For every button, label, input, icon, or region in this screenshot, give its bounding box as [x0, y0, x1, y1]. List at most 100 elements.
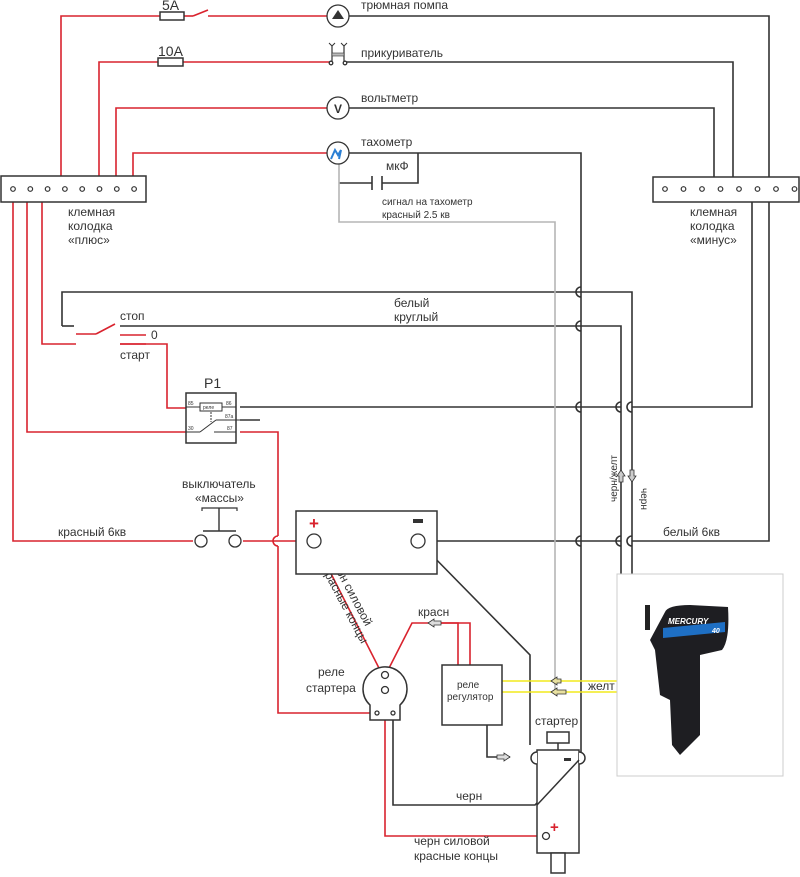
capacitor-icon — [371, 176, 383, 190]
wire-relay-to-starter-plus — [384, 690, 544, 837]
wire-label-white-6kv: белый 6кв — [663, 525, 720, 539]
wire-ignition-feed — [41, 202, 76, 345]
pin-87a-label: 87a — [225, 414, 234, 420]
terminal-screw — [44, 186, 51, 192]
wire-relay-87 — [240, 431, 279, 536]
fuse-5a — [159, 11, 185, 21]
pump-switch[interactable] — [192, 9, 209, 17]
terminal-screw — [131, 186, 138, 192]
wire-battery-to-starter — [424, 547, 531, 745]
voltmeter-symbol: V — [334, 102, 342, 116]
terminal-screw — [113, 186, 120, 192]
terminal-minus-label-2: колодка — [690, 219, 735, 233]
wire-label-white: белый — [394, 296, 429, 310]
starter-motor: + — [530, 731, 586, 874]
wire-minus-to-relay — [632, 202, 753, 408]
wire-red-6kv — [12, 202, 193, 542]
tach-signal-label-2: красный 2.5 кв — [382, 210, 450, 221]
voltage-regulator: реле регулятор — [441, 664, 503, 726]
lighter-icon — [328, 42, 348, 66]
terminal-screw — [96, 186, 103, 192]
pump-label: трюмная помпа — [361, 0, 448, 12]
regulator-label-1: реле — [457, 680, 480, 691]
starter-plus-sign: + — [550, 819, 559, 836]
wire-label-power-bottom-2: красные концы — [414, 849, 498, 863]
pin-85-label: 85 — [188, 401, 194, 407]
relay-coil-label: реле — [203, 405, 214, 411]
wire-cap-right — [382, 153, 419, 184]
wire-label-black-starter: черн — [456, 789, 482, 803]
pin-30-label: 30 — [188, 426, 194, 432]
terminal-screw — [680, 186, 687, 192]
wire-white-6kv — [632, 202, 770, 542]
tachometer-label: тахометр — [361, 135, 413, 149]
arrow-down-icon — [627, 469, 637, 483]
terminal-minus-label-3: «минус» — [690, 233, 737, 247]
terminal-screw — [79, 186, 86, 192]
wire-white-round — [61, 291, 633, 613]
arrow-right-icon — [496, 752, 511, 762]
wire-to-starter-relay — [277, 546, 371, 714]
ignition-switch[interactable] — [76, 323, 146, 345]
battery-plus-sign: + — [309, 514, 319, 533]
starter-relay — [362, 666, 408, 721]
wire-label-round: круглый — [394, 310, 438, 324]
wire-regulator-red-2 — [440, 622, 471, 665]
yellow-wires — [499, 676, 640, 697]
battery: + — [295, 510, 438, 575]
terminal-block-minus — [652, 176, 800, 203]
mass-switch-label-2: «массы» — [195, 491, 244, 505]
wire-black-yellow — [120, 325, 622, 613]
wire-pump-return — [349, 15, 770, 177]
terminal-screw — [736, 186, 742, 192]
wire-relay-30 — [26, 202, 186, 433]
terminal-screw — [62, 186, 68, 192]
relay-p1: реле 85 86 30 87a 87 — [185, 392, 240, 444]
wire-tach-return — [349, 152, 582, 282]
battery-minus-sign — [413, 519, 423, 523]
ignition-zero-label: 0 — [151, 328, 158, 342]
terminal-plus-label-3: «плюс» — [68, 233, 110, 247]
terminal-screw — [754, 186, 761, 192]
wire-pump-feed — [60, 15, 160, 176]
pin-86-label: 86 — [226, 401, 232, 407]
wire-lighter-return — [346, 61, 734, 177]
starter-relay-label-1: реле — [318, 665, 345, 679]
terminal-plus-label-2: колодка — [68, 219, 113, 233]
motor-power: 40 — [711, 628, 720, 635]
tachometer-icon — [326, 141, 350, 165]
mass-switch[interactable] — [194, 507, 242, 548]
motor-brand: MERCURY — [668, 617, 709, 626]
battery-plus-terminal — [306, 533, 322, 549]
terminal-screw — [773, 186, 779, 192]
starter-label: стартер — [535, 714, 578, 728]
wire-label-yellow: желт — [588, 679, 615, 693]
terminal-screw — [10, 186, 16, 192]
terminal-screw — [699, 186, 705, 192]
wire-voltmeter-return — [349, 107, 715, 177]
wire-label-black-yellow: черн/желт — [609, 455, 620, 502]
lighter-label: прикуриватель — [361, 46, 443, 60]
ignition-start-label: старт — [120, 348, 150, 362]
capacitor-label: мкФ — [386, 159, 409, 173]
wire-label-red: красн — [418, 605, 449, 619]
wire-lighter-feed — [98, 61, 158, 176]
terminal-minus-label-1: клемная — [690, 205, 737, 219]
voltmeter-icon: V — [326, 96, 350, 120]
starter-minus-sign — [564, 758, 571, 761]
fuse-5a-label: 5A — [162, 0, 180, 13]
pump-icon — [326, 4, 350, 28]
starter-relay-label-2: стартера — [306, 681, 356, 695]
outboard-motor-image: MERCURY 40 — [616, 573, 784, 777]
terminal-block-plus — [0, 175, 147, 203]
relay-p1-title: P1 — [204, 375, 221, 391]
terminal-plus-label-1: клемная — [68, 205, 115, 219]
terminal-screw — [27, 186, 34, 192]
battery-minus-terminal — [410, 533, 426, 549]
wire-label-power-bottom-1: черн силовой — [414, 834, 490, 848]
arrow-up-icon — [616, 469, 626, 483]
wire-label-black: черн — [638, 488, 649, 510]
wire-label-red-6kv: красный 6кв — [58, 525, 126, 539]
minus-return-wires — [61, 15, 770, 806]
